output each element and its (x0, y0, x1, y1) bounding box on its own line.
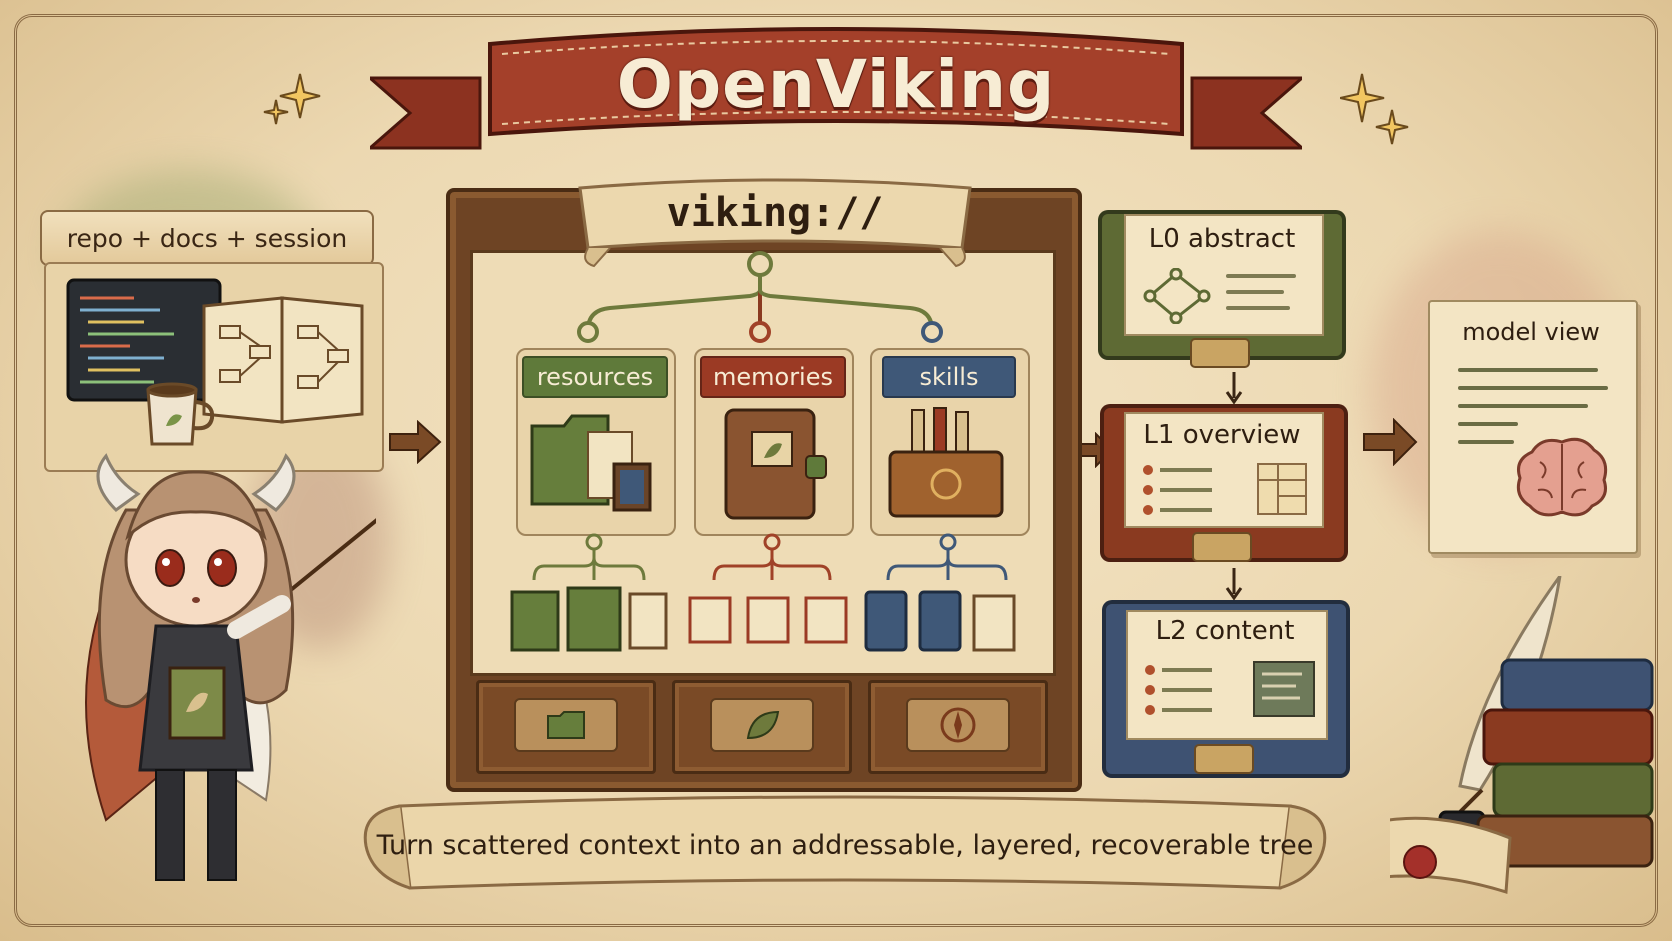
root-scheme-label: viking:// (666, 190, 884, 236)
bullet-list-icon (1145, 665, 1212, 715)
input-sources-card (44, 262, 384, 472)
model-view-label: model view (1462, 318, 1600, 346)
model-view-card (1428, 300, 1638, 554)
layer-label-l0: L0 abstract (1148, 224, 1296, 254)
root-scroll (578, 178, 972, 268)
text-line (1458, 368, 1598, 372)
sparkle-icon (1340, 73, 1409, 145)
leaf-icon (746, 710, 780, 740)
text-line (1458, 386, 1608, 390)
graph-icon (1143, 268, 1211, 324)
folder-icon (530, 414, 652, 512)
tray-handle (1190, 338, 1250, 368)
arrow-right-icon (389, 420, 442, 464)
layer-label-l1: L1 overview (1143, 420, 1301, 450)
category-label-resources: resources (522, 356, 668, 398)
notebook-icon (202, 296, 364, 424)
toolbox-icon (888, 407, 1004, 518)
subtree-connectors (532, 533, 1008, 581)
text-line (1458, 440, 1514, 444)
compass-icon (940, 707, 976, 743)
category-label-skills: skills (882, 356, 1016, 398)
sparkle-icon (263, 73, 321, 125)
brain-icon (1516, 437, 1608, 517)
bullet-list-icon (1143, 465, 1212, 515)
page-title: OpenViking (616, 46, 1056, 123)
arrow-down-icon (1225, 568, 1243, 601)
coffee-mug-icon (146, 382, 215, 446)
guide-character (85, 453, 376, 881)
tray-handle (1192, 532, 1252, 562)
tagline-scroll (363, 795, 1327, 890)
text-line (1458, 404, 1588, 408)
input-label: repo + docs + session (40, 210, 374, 266)
text-line (1458, 422, 1518, 426)
content-panel-icon (1253, 661, 1315, 717)
tray-handle (1194, 744, 1254, 774)
banner-center (488, 27, 1184, 137)
layout-icon (1257, 463, 1307, 515)
text-line (1226, 290, 1284, 294)
tagline-banner: Turn scattered context into an addressab… (360, 792, 1330, 902)
leaf-nodes (510, 586, 1016, 652)
layer-label-l2: L2 content (1155, 616, 1295, 646)
text-line (1226, 274, 1296, 278)
folder-icon (547, 711, 585, 739)
book-icon (724, 408, 827, 520)
arrow-right-icon (1363, 418, 1418, 466)
banner-ribbon (370, 76, 1302, 150)
quill-icon (1390, 576, 1654, 895)
tagline-text: Turn scattered context into an addressab… (376, 830, 1314, 861)
drawer-plate-leaf (710, 698, 814, 752)
text-line (1226, 306, 1290, 310)
tree-connectors (577, 251, 943, 343)
arrow-down-icon (1225, 372, 1243, 405)
category-label-memories: memories (700, 356, 846, 398)
drawer-plate-compass (906, 698, 1010, 752)
drawer-plate-folder (514, 698, 618, 752)
title-banner: OpenViking (370, 22, 1302, 150)
